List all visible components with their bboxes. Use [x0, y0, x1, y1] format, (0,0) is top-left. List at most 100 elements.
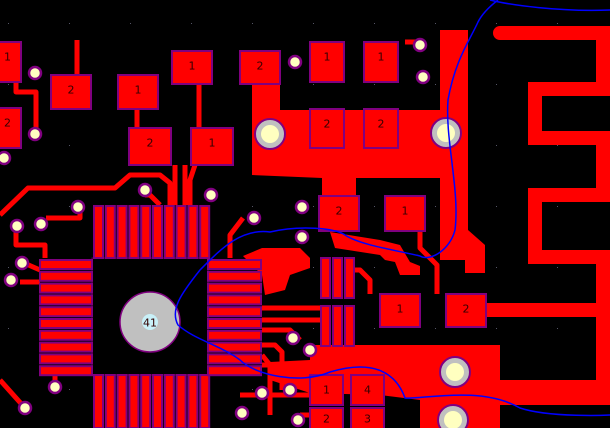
smd-pad[interactable] — [0, 41, 22, 83]
qfn-pin-top[interactable] — [199, 205, 211, 259]
via[interactable] — [3, 272, 19, 288]
via[interactable] — [137, 182, 153, 198]
qfn-pin-top[interactable] — [128, 205, 140, 259]
qfn-pin-top[interactable] — [116, 205, 128, 259]
trace — [0, 172, 173, 217]
via[interactable] — [254, 385, 270, 401]
via[interactable] — [9, 218, 25, 234]
qfn-pin-right[interactable] — [207, 259, 262, 270]
array-pad[interactable] — [332, 257, 343, 299]
qfn-pin-bottom[interactable] — [152, 374, 163, 428]
smd-pad[interactable] — [50, 74, 92, 110]
array-pad[interactable] — [344, 305, 355, 347]
qfn-pin-right[interactable] — [207, 282, 262, 294]
via[interactable] — [203, 187, 219, 203]
qfn-pin-bottom[interactable] — [93, 374, 104, 428]
via[interactable] — [302, 342, 318, 358]
smd-pad[interactable] — [350, 374, 385, 406]
qfn-pin-bottom[interactable] — [187, 374, 199, 428]
via[interactable] — [0, 150, 12, 166]
via[interactable] — [290, 412, 306, 428]
smd-pad[interactable] — [0, 107, 22, 149]
qfn-pin-bottom[interactable] — [128, 374, 140, 428]
array-pad[interactable] — [344, 257, 355, 299]
qfn-pin-bottom[interactable] — [199, 374, 211, 428]
via[interactable] — [294, 229, 310, 245]
qfn-pin-right[interactable] — [207, 365, 262, 377]
smd-pad[interactable] — [309, 374, 344, 406]
smd-pad[interactable] — [445, 293, 487, 328]
pad-number: 1 — [323, 384, 330, 397]
via[interactable] — [27, 126, 43, 142]
trace — [187, 164, 198, 205]
smd-pad[interactable] — [171, 50, 213, 85]
smd-pad[interactable] — [239, 50, 281, 85]
qfn-pin-bottom[interactable] — [116, 374, 128, 428]
smd-pad[interactable] — [384, 195, 426, 232]
via[interactable] — [47, 379, 63, 395]
qfn-pin-top[interactable] — [152, 205, 163, 259]
grid-dot — [374, 206, 375, 207]
qfn-pin-left[interactable] — [39, 353, 93, 365]
smd-pad[interactable] — [350, 407, 385, 428]
qfn-pin-bottom[interactable] — [175, 374, 187, 428]
qfn-pin-right[interactable] — [207, 294, 262, 306]
smd-pad[interactable] — [363, 41, 399, 83]
smd-pad[interactable] — [309, 41, 345, 83]
pad-number: 1 — [189, 60, 196, 73]
qfn-pin-right[interactable] — [207, 353, 262, 365]
smd-pad[interactable] — [190, 127, 234, 166]
qfn-pin-left[interactable] — [39, 318, 93, 329]
via[interactable] — [33, 216, 49, 232]
smd-pad[interactable] — [309, 108, 345, 149]
qfn-pin-top[interactable] — [175, 205, 187, 259]
qfn-pin-left[interactable] — [39, 294, 93, 306]
array-pad[interactable] — [320, 305, 331, 347]
via[interactable] — [285, 330, 301, 346]
qfn-pin-left[interactable] — [39, 282, 93, 294]
smd-pad[interactable] — [363, 108, 399, 149]
via[interactable] — [246, 210, 262, 226]
vias[interactable] — [0, 37, 471, 428]
qfn-pin-left[interactable] — [39, 270, 93, 282]
via[interactable] — [282, 382, 298, 398]
qfn-pin-left[interactable] — [39, 341, 93, 353]
via[interactable] — [294, 199, 310, 215]
qfn-pin-top[interactable] — [140, 205, 152, 259]
via[interactable] — [234, 405, 250, 421]
qfn-pin-right[interactable] — [207, 318, 262, 329]
smd-pad[interactable] — [379, 293, 421, 328]
qfn-pin-left[interactable] — [39, 329, 93, 341]
via[interactable] — [287, 54, 303, 70]
qfn-pin-bottom[interactable] — [104, 374, 116, 428]
smd-pad[interactable] — [117, 74, 159, 110]
smd-pad[interactable] — [309, 407, 344, 428]
via[interactable] — [415, 69, 431, 85]
via[interactable] — [17, 400, 33, 416]
via[interactable] — [14, 255, 30, 271]
smd-pad[interactable] — [318, 195, 360, 232]
qfn-pin-top[interactable] — [104, 205, 116, 259]
qfn-package[interactable]: 41 — [39, 205, 262, 428]
via[interactable] — [412, 37, 428, 53]
via[interactable] — [70, 199, 86, 215]
qfn-pin-bottom[interactable] — [140, 374, 152, 428]
qfn-pin-left[interactable] — [39, 259, 93, 270]
qfn-pin-right[interactable] — [207, 329, 262, 341]
qfn-pin-right[interactable] — [207, 341, 262, 353]
qfn-pin-bottom[interactable] — [163, 374, 175, 428]
array-pad[interactable] — [320, 257, 331, 299]
pad-number: 2 — [4, 117, 11, 130]
qfn-pin-right[interactable] — [207, 306, 262, 318]
qfn-pin-right[interactable] — [207, 270, 262, 282]
smd-pad[interactable] — [128, 127, 172, 166]
via[interactable] — [27, 65, 43, 81]
qfn-pin-top[interactable] — [93, 205, 104, 259]
array-pad[interactable] — [332, 305, 343, 347]
qfn-pin-left[interactable] — [39, 306, 93, 318]
qfn-pin-left[interactable] — [39, 365, 93, 377]
qfn-pin-top[interactable] — [187, 205, 199, 259]
qfn-pin-top[interactable] — [163, 205, 175, 259]
